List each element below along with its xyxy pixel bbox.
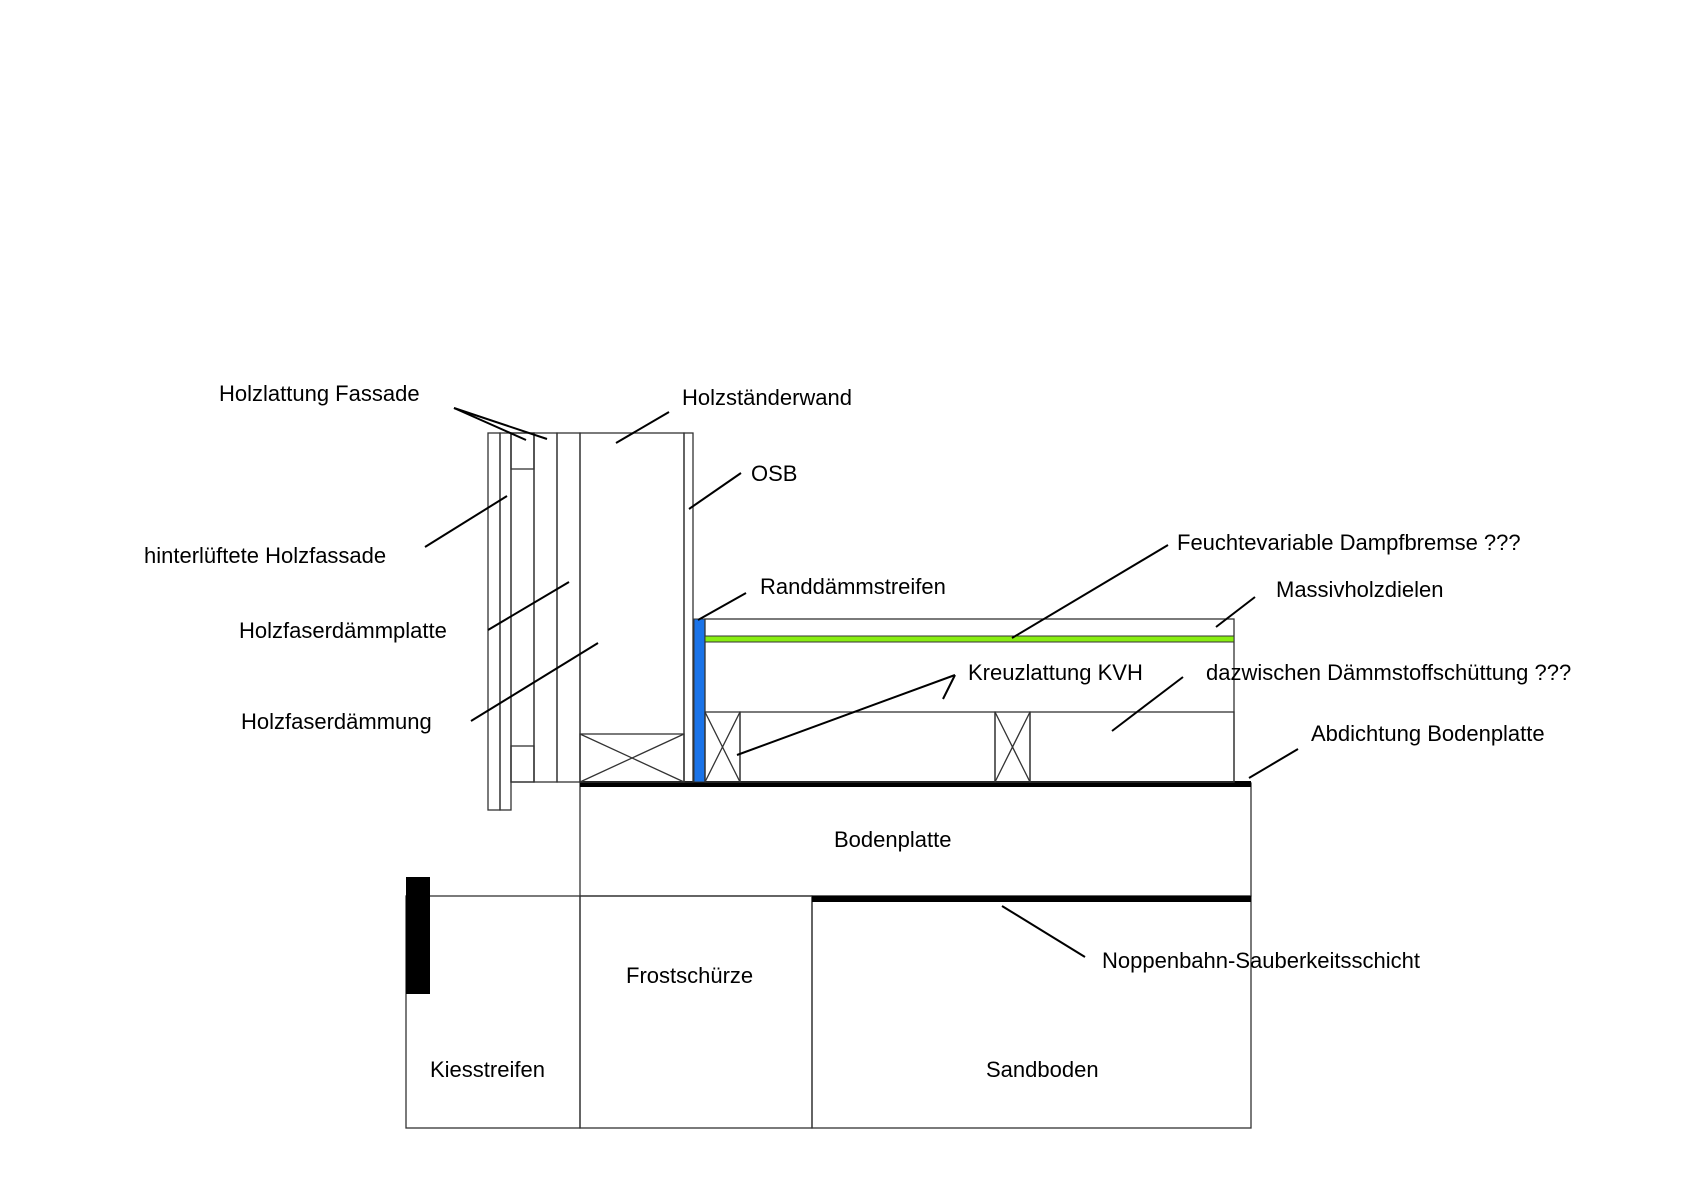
label-dampfbremse: Feuchtevariable Dampfbremse ??? <box>1177 530 1521 555</box>
label-kreuzlattung: Kreuzlattung KVH <box>968 660 1143 685</box>
kvh-batten-2 <box>994 711 1031 783</box>
label-holzfaserdaemmung: Holzfaserdämmung <box>241 709 432 734</box>
label-frostschuerze: Frostschürze <box>626 963 753 988</box>
edge-board <box>406 877 430 994</box>
sandboden-area <box>811 895 1252 1129</box>
label-massivholzdielen: Massivholzdielen <box>1276 577 1444 602</box>
label-holzlattung-fassade: Holzlattung Fassade <box>219 381 420 406</box>
label-daemmstoffschuettung: dazwischen Dämmstoffschüttung ??? <box>1206 660 1571 685</box>
batten-space <box>510 432 535 783</box>
label-hinterlueftete-holzfassade: hinterlüftete Holzfassade <box>144 543 386 568</box>
facade-board-outer <box>487 432 501 811</box>
schuettung-right <box>1029 711 1235 783</box>
osb-board <box>683 432 694 783</box>
schuettung-left <box>739 711 996 783</box>
label-bodenplatte: Bodenplatte <box>834 827 951 852</box>
label-sandboden: Sandboden <box>986 1057 1099 1082</box>
label-kiesstreifen: Kiesstreifen <box>430 1057 545 1082</box>
noppenbahn-layer <box>812 896 1251 902</box>
floor-outline <box>704 618 1235 783</box>
leader-lines <box>424 407 1299 958</box>
batten-bottom <box>510 745 535 783</box>
randdaemmstreifen <box>693 618 706 783</box>
kvh-batten-1 <box>704 711 741 783</box>
label-noppenbahn: Noppenbahn-Sauberkeitsschicht <box>1102 948 1420 973</box>
kiesstreifen-area <box>405 895 581 1129</box>
stud-cavity <box>579 432 685 783</box>
wall-layer-2 <box>556 432 581 783</box>
abdichtung-layer <box>580 781 1251 787</box>
label-holzfaserdaemmplatte: Holzfaserdämmplatte <box>239 618 447 643</box>
dampfbremse-layer <box>704 635 1235 643</box>
label-abdichtung-bodenplatte: Abdichtung Bodenplatte <box>1311 721 1545 746</box>
frostschuerze-area <box>579 895 813 1129</box>
label-randdaemmstreifen: Randdämmstreifen <box>760 574 946 599</box>
label-holzstaenderwand: Holzständerwand <box>682 385 852 410</box>
fibreboard <box>533 432 558 783</box>
label-osb: OSB <box>751 461 797 486</box>
